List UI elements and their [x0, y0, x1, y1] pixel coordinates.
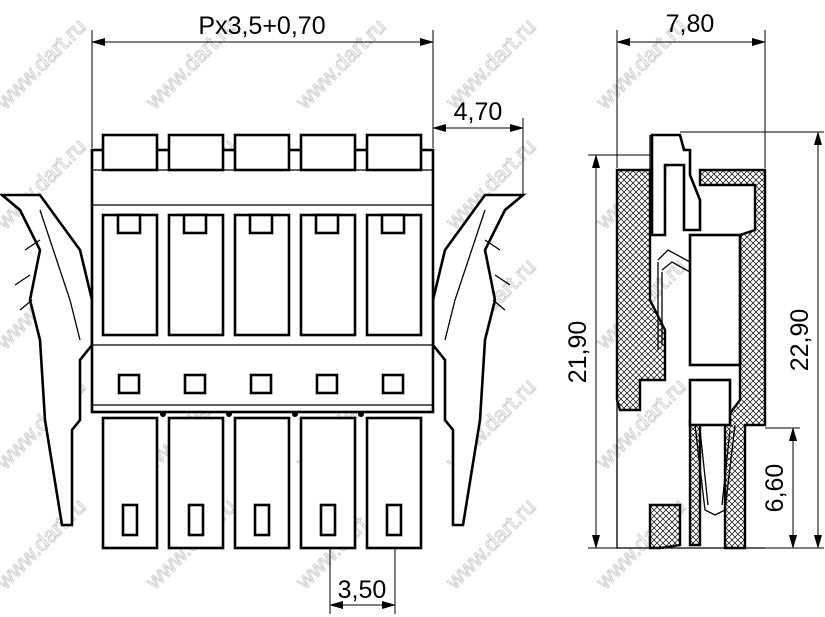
pole-slot [121, 503, 139, 537]
latch-offset-label: 4,70 [454, 98, 503, 126]
pole-square-mid [381, 373, 405, 395]
body-height-label: 21,90 [564, 321, 592, 384]
overall-height-label: 22,90 [786, 309, 814, 372]
pole-window [299, 213, 357, 337]
pole-square-mid [117, 373, 141, 395]
pole-slot [319, 503, 337, 537]
pole-cap [299, 133, 357, 172]
pole-cap [167, 133, 225, 172]
pole-window [101, 213, 159, 337]
pole-cap [101, 133, 159, 172]
watermark-text: www.dart.ru [0, 494, 91, 595]
pole-window [167, 213, 225, 337]
pole-square-mid [183, 373, 207, 395]
pole-dot [160, 411, 166, 417]
pole-dot [292, 411, 298, 417]
pole-square-top [314, 213, 340, 235]
watermark-text: www.dart.ru [0, 14, 91, 115]
pole-square-top [248, 213, 274, 235]
side-housing-wall [615, 168, 667, 412]
side-view [615, 133, 767, 550]
pole-dot [358, 411, 364, 417]
pitch-label: 3,50 [338, 576, 387, 604]
pole-square-mid [315, 373, 339, 395]
pole-window [365, 213, 423, 337]
pole-square-top [116, 213, 142, 235]
lower-height-label: 6,60 [761, 464, 789, 513]
depth-label: 7,80 [666, 10, 715, 38]
pole-cap [365, 133, 423, 172]
pole-dot [226, 411, 232, 417]
pole-square-mid [249, 373, 273, 395]
pole-slot [187, 503, 205, 537]
right-latch [431, 193, 527, 527]
front-view [0, 133, 527, 550]
dimensions [91, 30, 824, 614]
pole-cap [233, 133, 291, 172]
pole-slot [385, 503, 403, 537]
pole-square-top [182, 213, 208, 235]
pole-square-top [380, 213, 406, 235]
pitch-width-label: Px3,5+0,70 [198, 12, 325, 40]
left-latch [0, 193, 94, 527]
pole-slot [253, 503, 271, 537]
